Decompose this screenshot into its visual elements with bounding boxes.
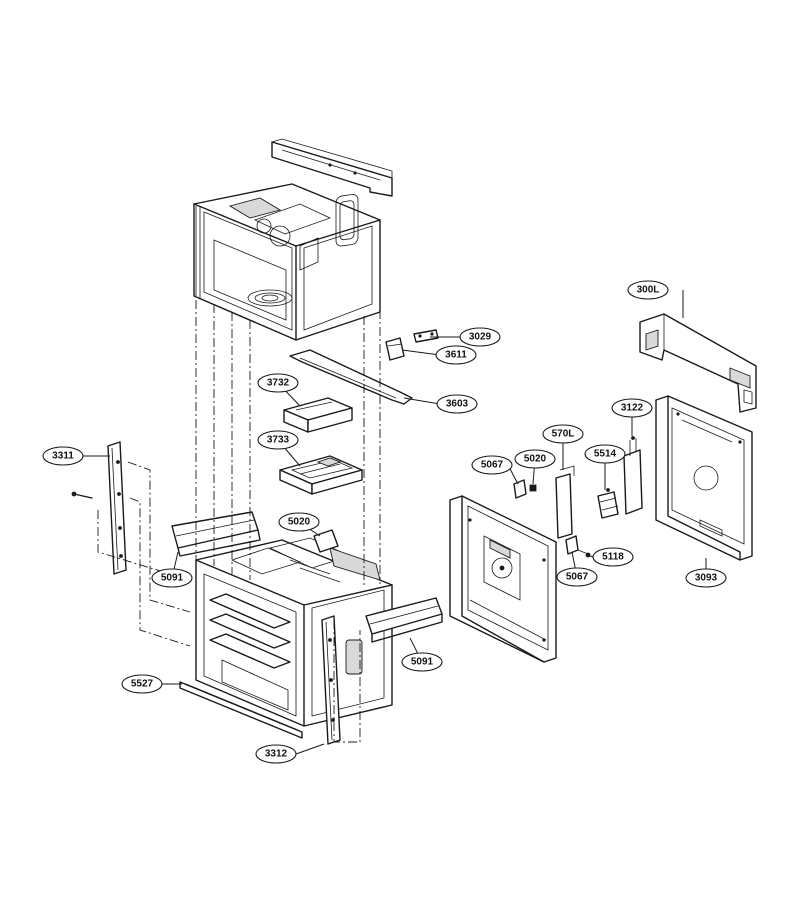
part-5067-lower: [565, 535, 579, 555]
callout-label: 5091: [161, 573, 184, 584]
callout-label: 3029: [469, 332, 492, 343]
left-side-rail-3311: [71, 441, 127, 575]
callout-label: 3733: [267, 435, 290, 446]
callout-label: 5067: [566, 572, 589, 583]
callout-label: 5118: [602, 552, 624, 563]
callout-label: 3312: [265, 749, 288, 760]
callout-3733: 3733: [257, 430, 299, 450]
part-5020-small: [529, 484, 537, 492]
back-panel-3093: [655, 395, 753, 561]
top-cover-plate: [271, 138, 393, 197]
right-side-rail-3312: [321, 615, 341, 745]
callout-3603: 3603: [436, 394, 478, 414]
callout-5514: 5514: [584, 444, 626, 464]
callout-300L: 300L: [627, 280, 669, 300]
callout-5067-upper: 5067: [471, 455, 513, 475]
callout-label: 5020: [524, 454, 547, 465]
panel-300L: [639, 313, 757, 413]
callout-3093: 3093: [685, 568, 727, 588]
callout-label: 5020: [288, 517, 311, 528]
part-5067-upper: [513, 479, 527, 499]
callout-5527: 5527: [121, 674, 163, 694]
module-3732: [283, 397, 353, 433]
bracket-5091-left: [171, 511, 261, 557]
part-5118: [577, 549, 591, 558]
callout-label: 3093: [695, 573, 718, 584]
callout-label: 300L: [637, 285, 660, 296]
callout-label: 5527: [131, 679, 154, 690]
callout-label: 5514: [594, 449, 617, 460]
part-570L: [555, 465, 575, 539]
part-5514: [597, 488, 619, 519]
callout-3311: 3311: [42, 446, 84, 466]
callout-5020-cavity: 5020: [278, 512, 320, 532]
leader-lines: [83, 290, 707, 755]
callout-5067-lower: 5067: [556, 567, 598, 587]
lower-oven-cavity: [195, 537, 393, 727]
callout-3029: 3029: [459, 327, 501, 347]
rear-panel-middle: [449, 495, 557, 663]
part-3122: [623, 436, 643, 515]
callout-3122: 3122: [611, 398, 653, 418]
callout-label: 5091: [411, 657, 434, 668]
callout-label: 3732: [267, 378, 290, 389]
callout-3611: 3611: [435, 345, 477, 365]
door-frame-5527: [179, 681, 303, 739]
callout-3732: 3732: [257, 373, 299, 393]
bracket-5091-right: [365, 597, 443, 643]
callout-5091-left: 5091: [151, 568, 193, 588]
part-3611: [385, 337, 405, 361]
callout-label: 3611: [445, 350, 467, 361]
callout-label: 570L: [552, 429, 575, 440]
callout-570L: 570L: [542, 424, 584, 444]
callout-label: 3603: [446, 399, 469, 410]
callout-label: 3311: [52, 451, 74, 462]
callout-5020-upper: 5020: [514, 449, 556, 469]
callout-label: 5067: [481, 460, 504, 471]
callout-3312: 3312: [255, 744, 297, 764]
upper-microwave-cavity: [193, 183, 381, 341]
part-3029: [413, 329, 439, 343]
callout-5091-right: 5091: [401, 652, 443, 672]
module-3733: [279, 455, 363, 495]
callout-label: 3122: [621, 403, 644, 414]
callout-5118: 5118: [592, 547, 634, 567]
